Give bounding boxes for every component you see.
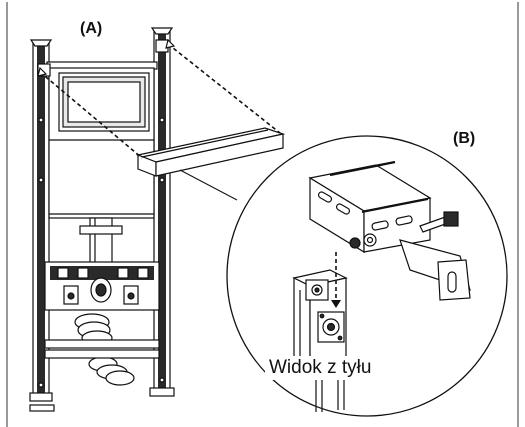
cross-bar [135,127,286,177]
mounting-frame [29,27,175,412]
drain-hose [74,313,135,386]
screw [349,211,459,249]
wall-bracket [308,160,471,301]
detail-arrowhead [331,300,341,308]
rear-view-caption: Widok z tyłu [265,356,376,380]
assembly-lines [39,43,281,159]
view-a-label: (A) [80,20,103,37]
support-tube [292,269,348,412]
view-b-label: (B) [453,130,476,147]
